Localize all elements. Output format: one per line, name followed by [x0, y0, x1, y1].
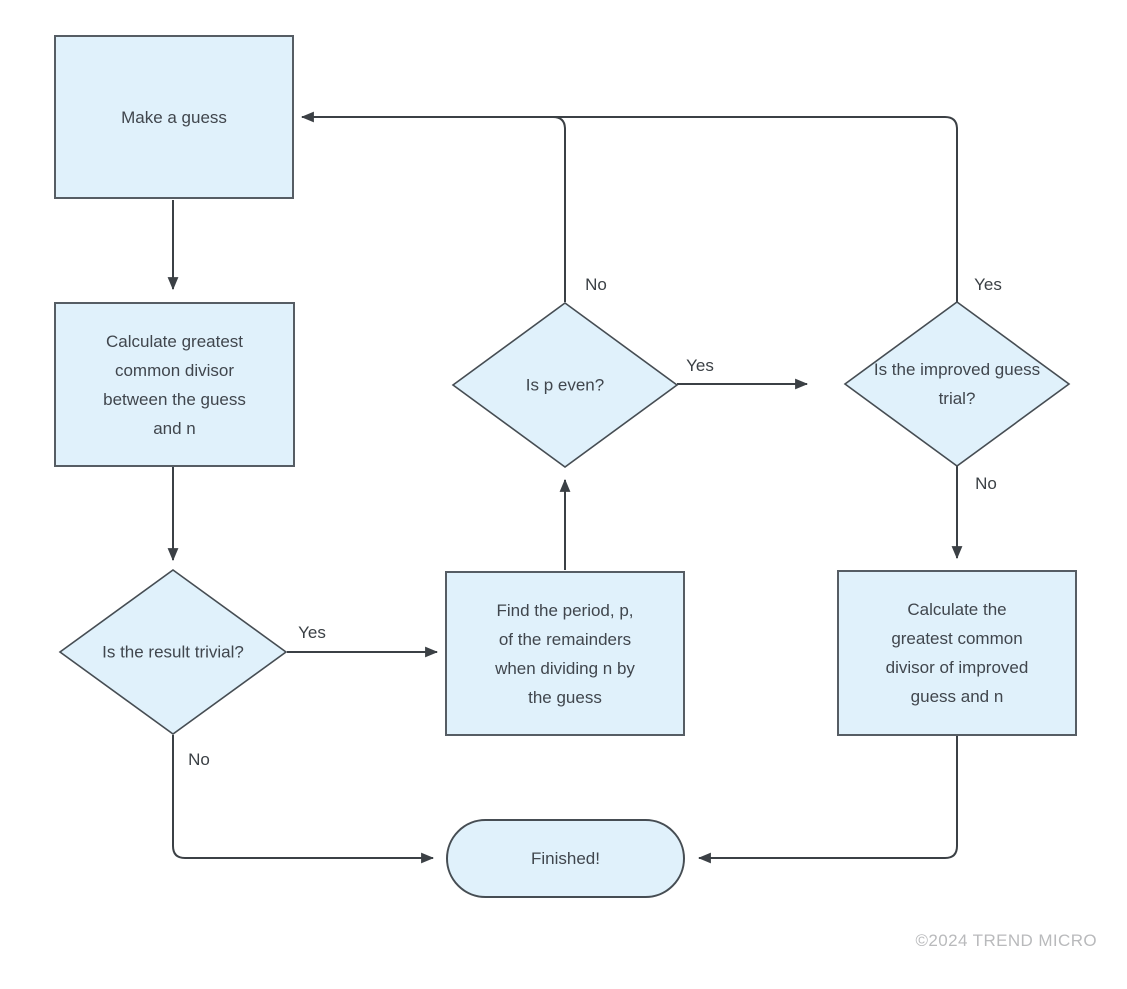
node-calc-gcd-label: Calculate greatest common divisor betwee…	[103, 331, 246, 438]
edge-improved-yes-to-make-guess	[300, 111, 958, 302]
copyright-text: ©2024 TREND MICRO	[915, 931, 1097, 950]
edge-p-even-no-to-feedback-line	[552, 116, 566, 302]
decision-result-trivial-shape	[58, 569, 288, 735]
node-calc-gcd-improved: Calculate the greatest common divisor of…	[837, 570, 1077, 736]
edge-label-improved-yes: Yes	[974, 275, 1002, 294]
node-make-guess-label: Make a guess	[121, 107, 227, 127]
node-finished-label: Finished!	[531, 849, 600, 868]
edge-label-improved-no: No	[975, 474, 997, 493]
node-calc-gcd: Calculate greatest common divisor betwee…	[54, 302, 295, 467]
decision-result-trivial-label: Is the result trivial?	[102, 642, 244, 662]
node-find-period: Find the period, p, of the remainders wh…	[445, 571, 685, 736]
node-make-guess: Make a guess	[54, 35, 294, 199]
node-calc-gcd-improved-label: Calculate the greatest common divisor of…	[885, 600, 1029, 706]
node-finished: Finished!	[446, 819, 685, 898]
decision-improved-trial-label: Is the improved guess trial?	[873, 360, 1041, 408]
edge-label-trivial-yes: Yes	[298, 623, 326, 642]
node-find-period-label: Find the period, p, of the remainders wh…	[495, 600, 635, 707]
decision-improved-trial-shape	[843, 301, 1071, 467]
edge-label-trivial-no: No	[188, 750, 210, 769]
edge-trivial-no-to-finished	[172, 735, 435, 864]
edge-calc-gcd-improved-to-finished	[697, 736, 958, 864]
edge-label-p-even-yes: Yes	[686, 356, 714, 375]
decision-p-even-label: Is p even?	[525, 375, 605, 395]
decision-p-even-shape	[451, 302, 679, 468]
edge-label-p-even-no: No	[585, 275, 607, 294]
